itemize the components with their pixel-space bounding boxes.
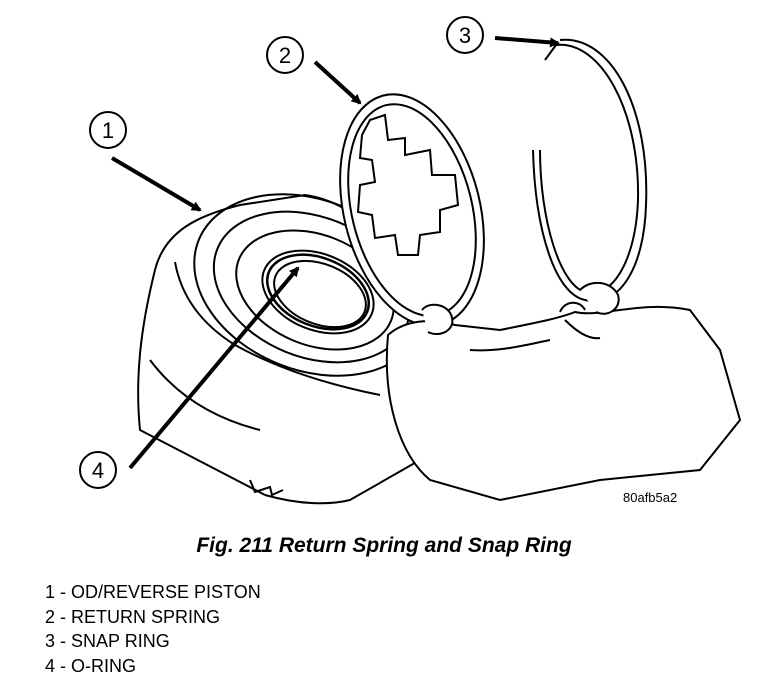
legend-item: 1 - OD/REVERSE PISTON — [45, 582, 261, 602]
figure-caption: Fig. 211 Return Spring and Snap Ring — [196, 534, 572, 557]
svg-text:4: 4 — [92, 458, 104, 483]
image-code: 80afb5a2 — [623, 490, 678, 505]
svg-text:3: 3 — [459, 23, 471, 48]
snap-ring — [532, 38, 648, 303]
legend-item: 2 - RETURN SPRING — [45, 606, 221, 627]
legend-item: 3 - SNAP RING — [45, 631, 170, 651]
return-spring — [339, 93, 485, 327]
callout-2: 2 — [266, 36, 362, 105]
svg-text:2: 2 — [279, 43, 291, 68]
legend: 1 - OD/REVERSE PISTON 2 - RETURN SPRING … — [45, 580, 261, 678]
hands — [385, 281, 742, 502]
callout-4: 4 — [79, 266, 300, 489]
o-ring — [265, 253, 371, 331]
legend-item: 4 - O-RING — [45, 655, 137, 676]
callout-3: 3 — [446, 16, 560, 54]
callout-1: 1 — [89, 111, 202, 212]
svg-text:1: 1 — [102, 118, 114, 143]
exploded-view-illustration: 1 2 3 4 — [79, 16, 742, 505]
